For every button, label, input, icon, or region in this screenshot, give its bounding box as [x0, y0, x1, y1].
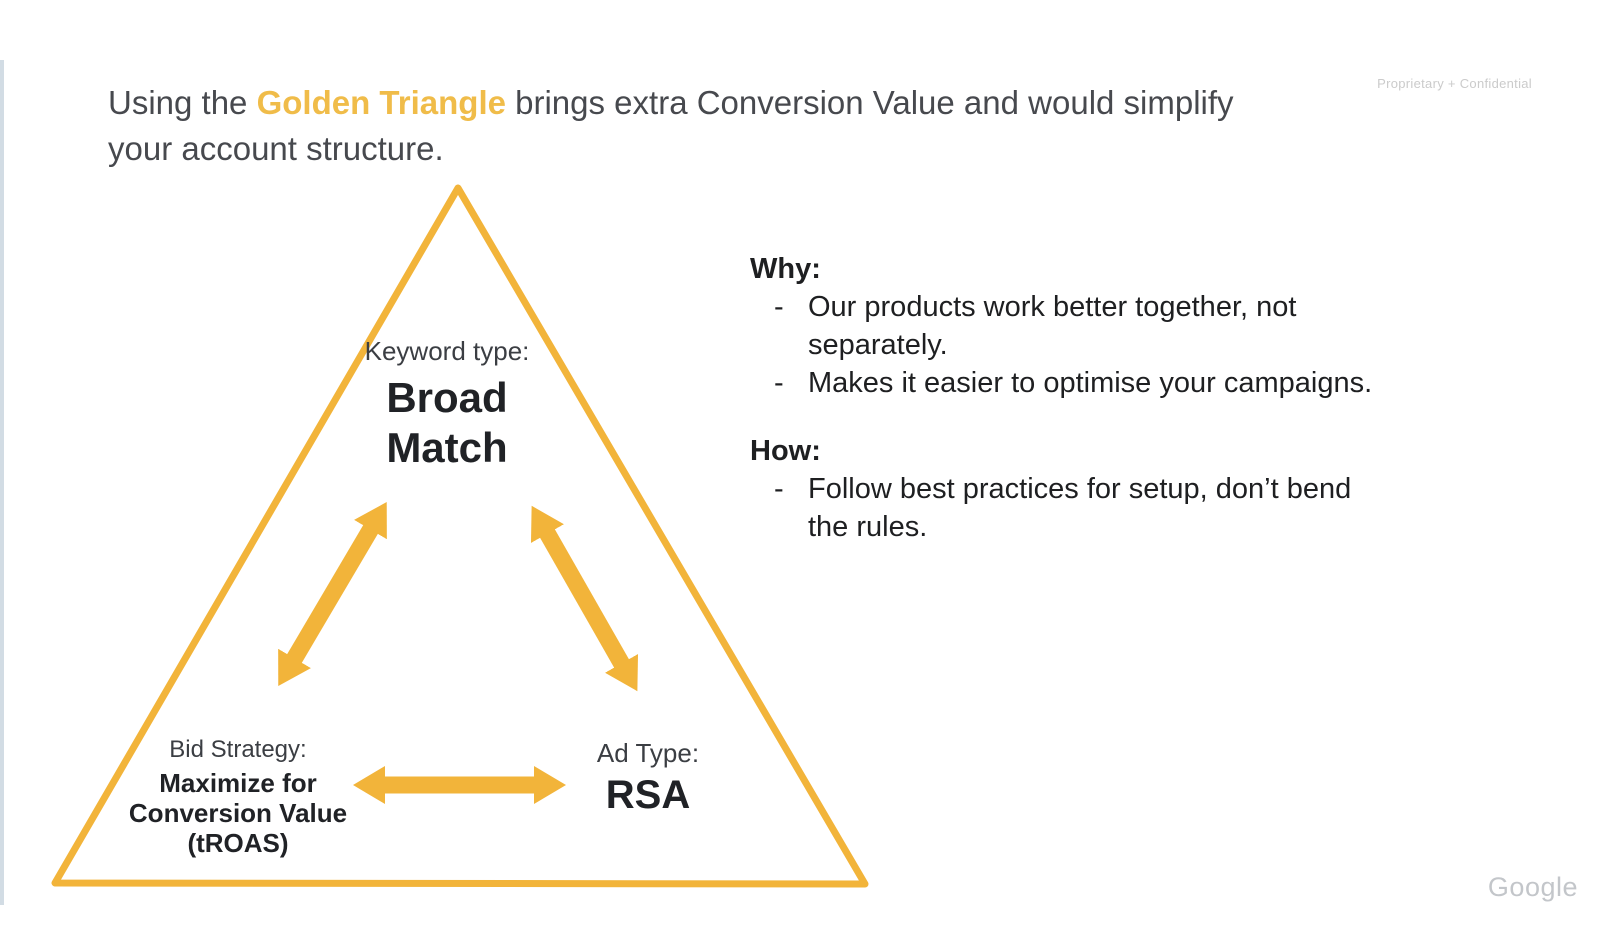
why-section: Why: - Our products work better together…: [750, 250, 1470, 402]
title-text-pre: Using the: [108, 84, 257, 121]
keyword-type-value: Broad Match: [386, 374, 508, 471]
bid-strategy-label: Bid Strategy:: [169, 736, 307, 763]
bullet-text: Makes it easier to optimise your campaig…: [808, 367, 1373, 399]
ad-type-value: RSA: [605, 773, 691, 817]
list-item: - Follow best practices for setup, don’t…: [750, 470, 1470, 546]
bullet-text: Our products work better together, not s…: [808, 291, 1297, 361]
arrow-keyword-bid-icon: [278, 502, 387, 686]
vertex-keyword-type: Keyword type: Broad Match: [297, 336, 597, 473]
google-logo: Google: [1487, 872, 1578, 902]
title-text-post: brings extra Conversion Value and would …: [108, 84, 1234, 167]
how-section: How: - Follow best practices for setup, …: [750, 432, 1470, 546]
bullet-text: Follow best practices for setup, don’t b…: [808, 473, 1352, 543]
why-heading: Why:: [750, 253, 821, 285]
arrow-keyword-ad-icon: [530, 505, 639, 692]
ad-type-label: Ad Type:: [596, 738, 700, 768]
how-heading: How:: [750, 435, 821, 467]
list-item: - Makes it easier to optimise your campa…: [750, 364, 1470, 402]
triangle-outline: [51, 184, 869, 888]
bullet-dash: -: [774, 291, 784, 323]
vertex-bid-strategy: Bid Strategy: Maximize for Conversion Va…: [88, 736, 388, 858]
page-title: Using the Golden Triangle brings extra C…: [108, 80, 1528, 172]
golden-triangle-diagram: [51, 184, 869, 888]
side-panel: Why: - Our products work better together…: [750, 250, 1470, 546]
list-item: - Our products work better together, not…: [750, 288, 1470, 364]
keyword-type-label: Keyword type:: [364, 336, 530, 366]
bullet-dash: -: [774, 367, 784, 399]
confidential-note: Proprietary + Confidential: [1377, 76, 1532, 91]
bid-strategy-value: Maximize for Conversion Value (tROAS): [128, 768, 348, 858]
title-highlight: Golden Triangle: [256, 84, 506, 121]
vertex-ad-type: Ad Type: RSA: [500, 738, 796, 817]
screen-edge-artifact: [0, 60, 4, 905]
bullet-dash: -: [774, 473, 784, 505]
